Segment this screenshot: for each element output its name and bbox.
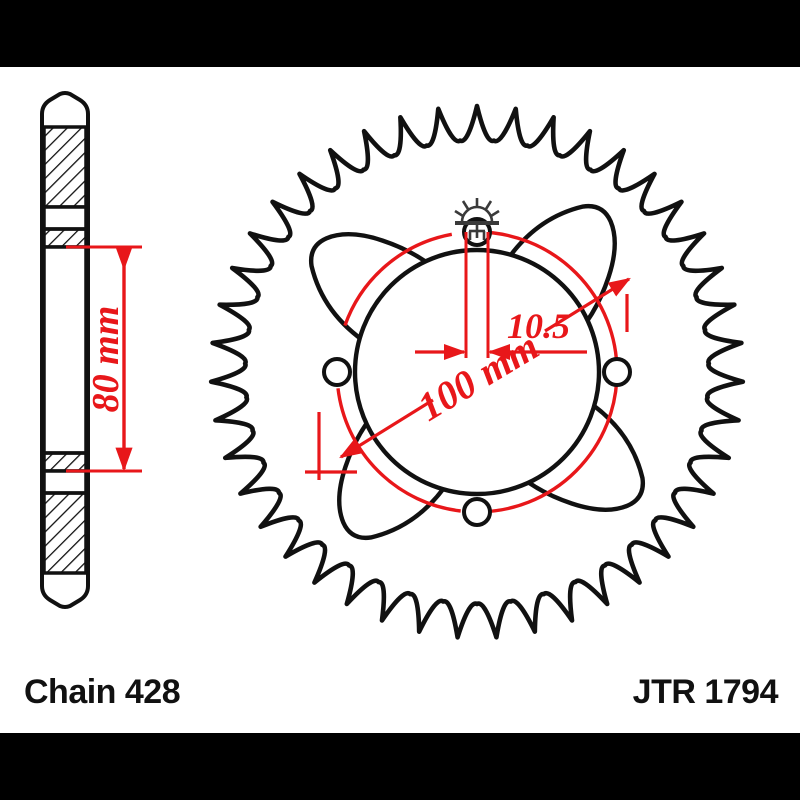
drawing-canvas: 80 mm bbox=[0, 67, 800, 733]
bolt-circle-arc bbox=[336, 388, 461, 513]
dimension-hub-height: 80 mm bbox=[66, 245, 142, 473]
letterbox-top bbox=[0, 0, 800, 67]
bolt-circle-arc bbox=[343, 232, 453, 327]
bolt-hole bbox=[602, 357, 632, 387]
sunburst-dome bbox=[460, 205, 494, 223]
bolt-circle-arc bbox=[476, 230, 619, 373]
bcd-dim-line-lower bbox=[339, 398, 434, 459]
chain-size-label: Chain 428 bbox=[24, 673, 181, 711]
sunburst-ray bbox=[484, 200, 493, 210]
bcd-dim-line-upper bbox=[544, 277, 631, 333]
bolt-pitch-circle bbox=[336, 230, 619, 514]
side-hatch-hub-top bbox=[42, 227, 88, 249]
side-gap-top bbox=[42, 205, 88, 231]
letterbox-bottom bbox=[0, 733, 800, 800]
side-web bbox=[42, 245, 88, 455]
sunburst-ray bbox=[454, 209, 464, 218]
dimension-label-bolt-hole: 10.5 bbox=[507, 306, 570, 346]
center-bore-circle bbox=[352, 247, 602, 497]
sprocket-face-view: 10.5 100 mm bbox=[208, 103, 746, 640]
bolt-circle-arc bbox=[476, 371, 619, 514]
dimension-bolt-hole bbox=[415, 232, 587, 361]
bolt-hole bbox=[462, 497, 492, 527]
side-hatch-block-bottom bbox=[42, 491, 88, 575]
sunburst-ray bbox=[490, 209, 500, 218]
side-hatch-hub-bottom bbox=[42, 451, 88, 473]
technical-drawing: 80 mm bbox=[40, 91, 746, 640]
bolt-hole bbox=[322, 357, 352, 387]
dimension-bolt-circle bbox=[305, 277, 631, 480]
side-gap-bottom bbox=[42, 469, 88, 495]
surface-finish-symbol bbox=[454, 198, 500, 240]
side-profile-view bbox=[40, 91, 90, 609]
part-number-label: JTR 1794 bbox=[632, 673, 779, 711]
sunburst-ray bbox=[461, 200, 470, 210]
dimension-label-hub-height: 80 mm bbox=[85, 306, 127, 413]
side-hatch-block-top bbox=[42, 125, 88, 209]
